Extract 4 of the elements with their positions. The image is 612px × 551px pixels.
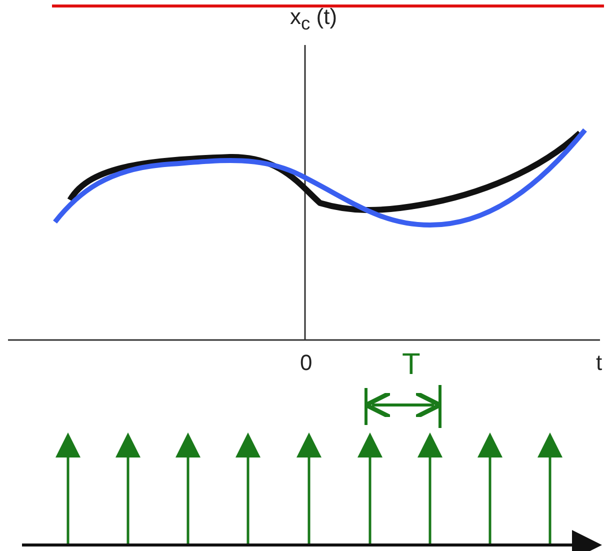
period-label: T — [402, 348, 420, 382]
axis-label: t — [596, 350, 602, 376]
tick-label: 0 — [300, 350, 312, 376]
axis-label: x$_{c}$ (t) — [290, 4, 338, 34]
